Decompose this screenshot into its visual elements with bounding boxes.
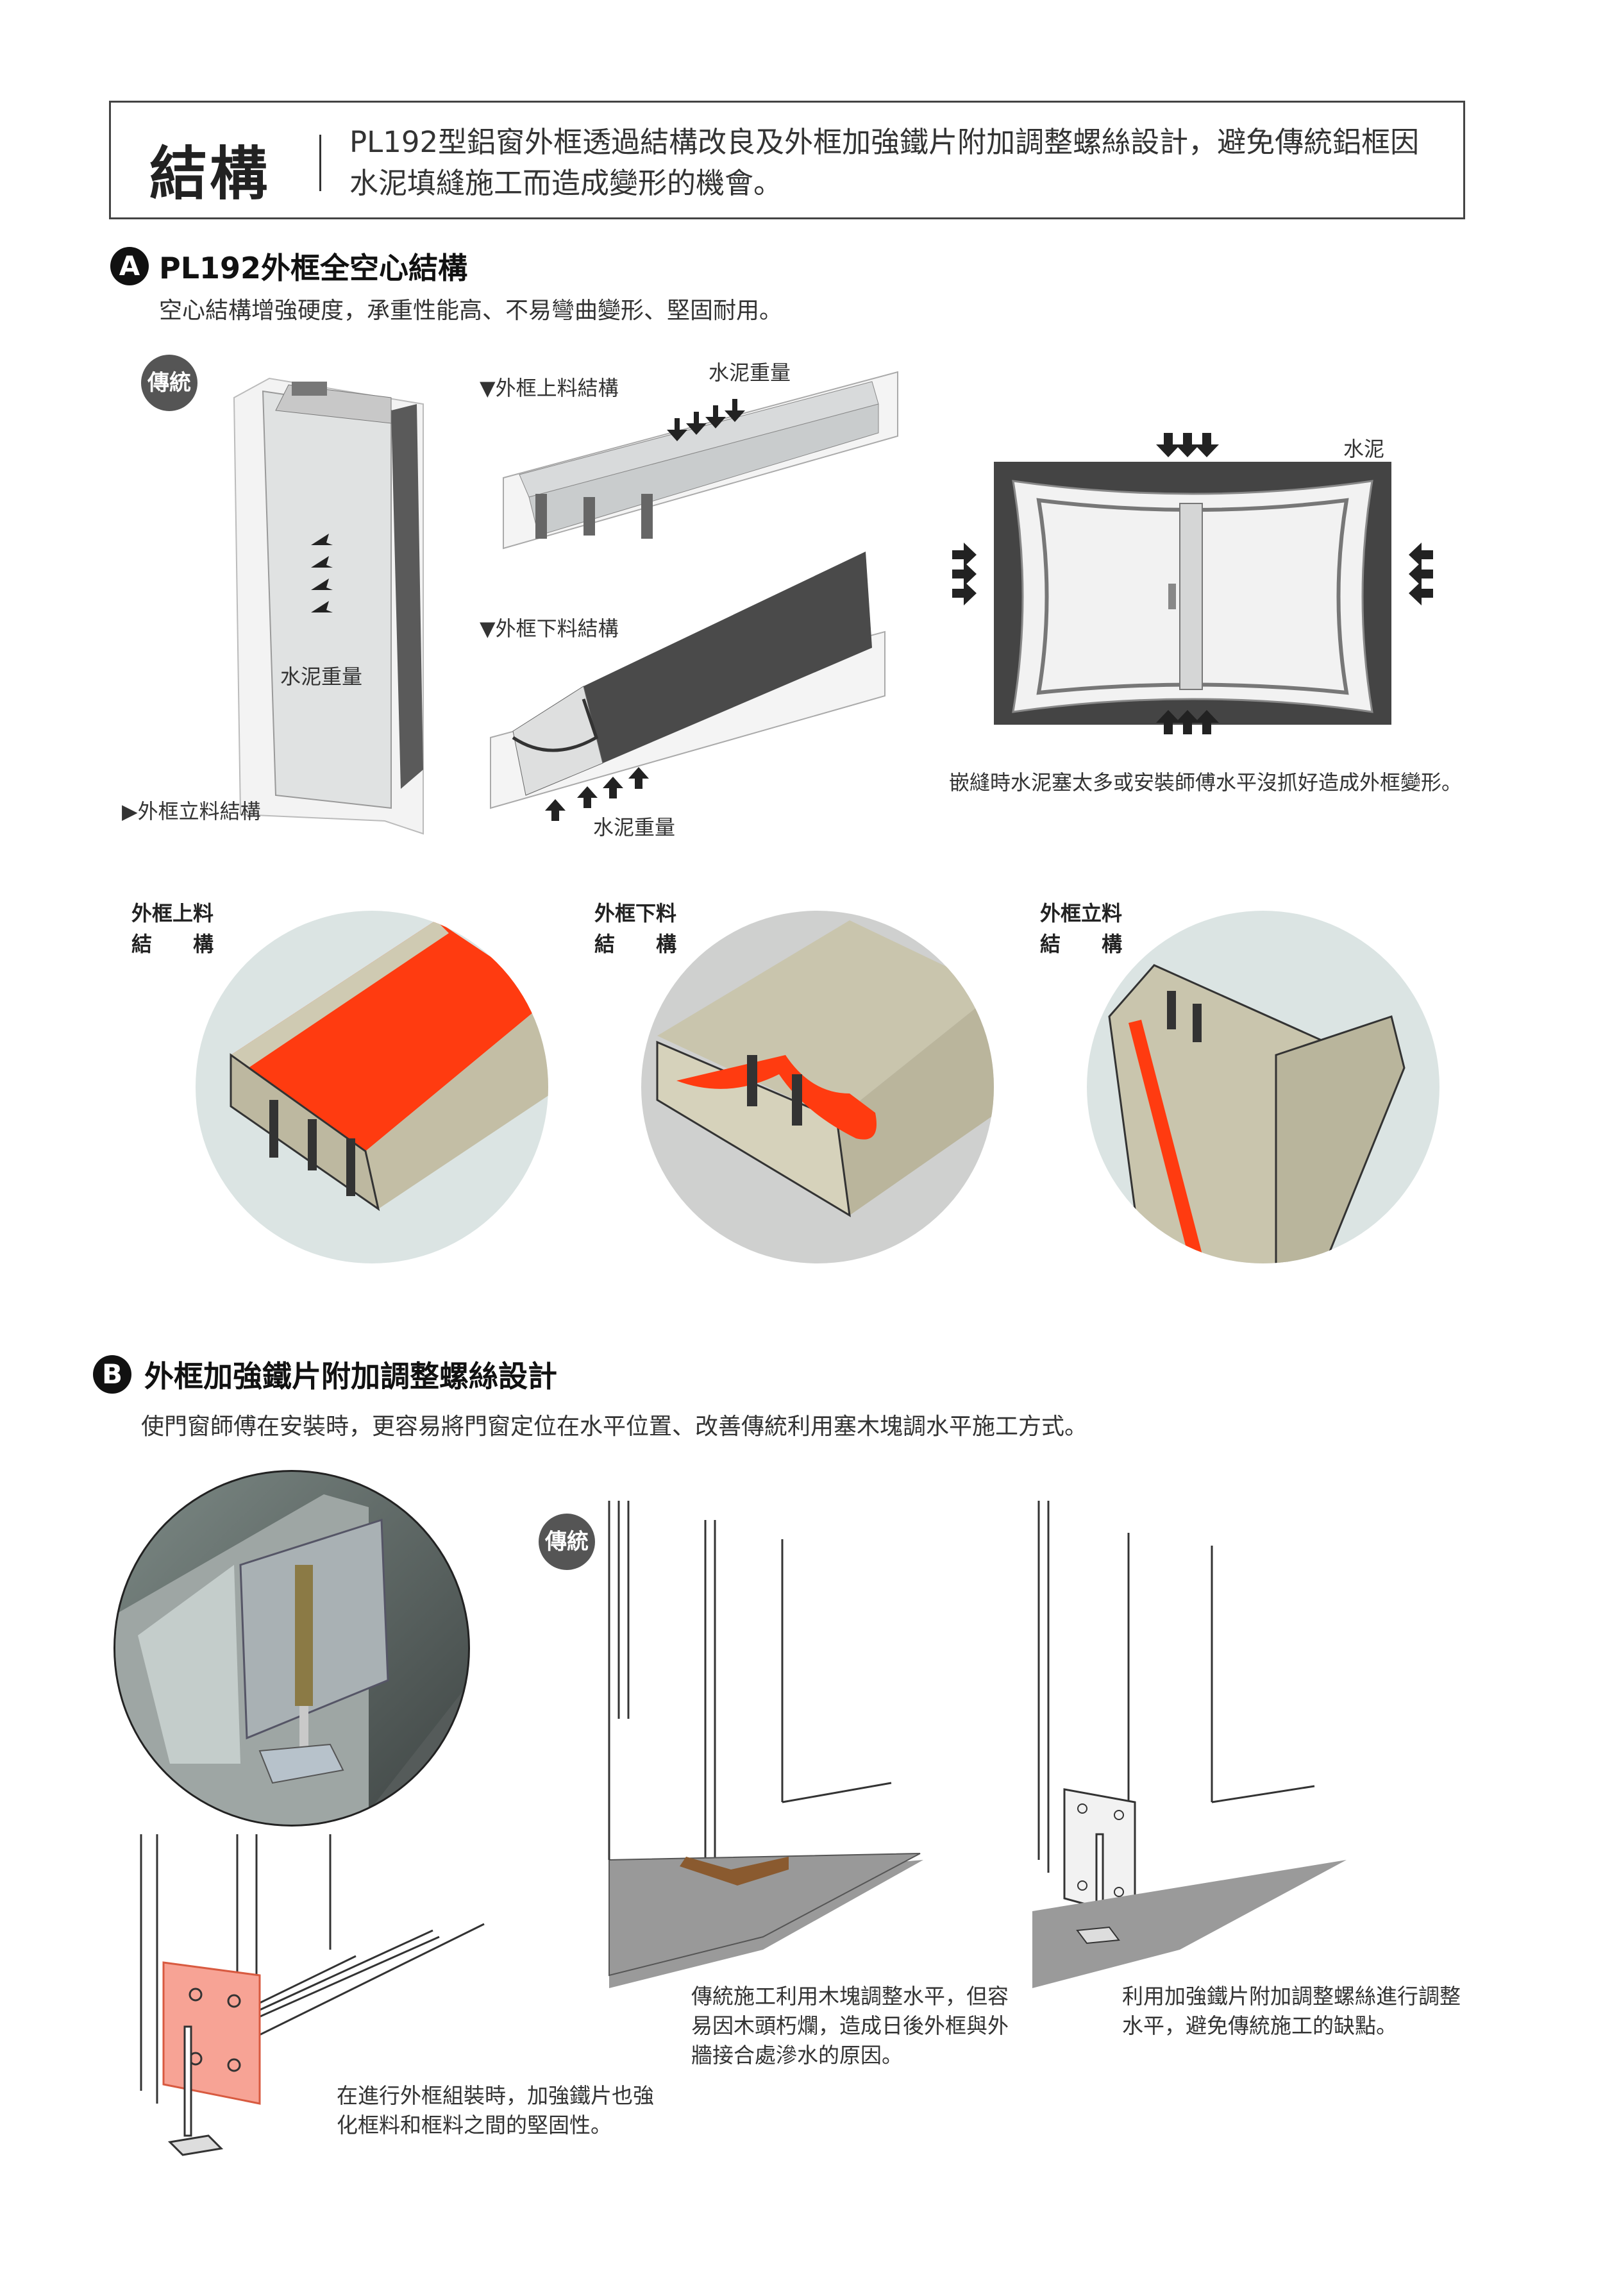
assembly-drawing [140, 1834, 485, 2156]
label-top-structure: ▼外框上料結構 [480, 376, 619, 400]
circle-label-bottom: 外框下料結 構 [594, 901, 677, 956]
new-screw-drawing [1032, 1501, 1347, 1988]
section-b-badge: B [93, 1355, 131, 1394]
section-b-subtitle: 使門窗師傅在安裝時，更容易將門窗定位在水平位置、改善傳統利用塞木塊調水平施工方式… [141, 1414, 1088, 1440]
adjust-screw-photo [113, 1470, 470, 1827]
label-vertical-structure: ▶外框立料結構 [122, 799, 261, 823]
circle-top-profile [196, 911, 548, 1263]
bottom-frame-illustration [490, 552, 885, 821]
traditional-tag-a: 傳統 [141, 355, 197, 411]
cement-label: 水泥 [1343, 437, 1385, 461]
caption-traditional: 傳統施工利用木塊調整水平，但容易因木頭朽爛，造成日後外框與外牆接合處滲水的原因。 [691, 1984, 1009, 2068]
circle-vertical-profile [1087, 911, 1439, 1263]
cement-weight-label-1: 水泥重量 [280, 664, 363, 689]
circle-label-vertical: 外框立料結 構 [1040, 901, 1123, 956]
caption-assembly: 在進行外框組裝時，加強鐵片也強化框料和框料之間的堅固性。 [337, 2083, 654, 2138]
traditional-wood-block-drawing [608, 1501, 923, 1988]
caption-new: 利用加強鐵片附加調整螺絲進行調整水平，避免傳統施工的缺點。 [1122, 1984, 1461, 2038]
down-arrow-icons [667, 399, 745, 441]
traditional-tag-b: 傳統 [539, 1514, 595, 1570]
vertical-frame-illustration [233, 377, 424, 835]
label-bottom-structure: ▼外框下料結構 [480, 616, 619, 641]
section-a-title: PL192外框全空心結構 [159, 251, 468, 285]
section-a-subtitle: 空心結構增強硬度，承重性能高、不易彎曲變形、堅固耐用。 [159, 298, 783, 324]
cement-weight-label-3: 水泥重量 [593, 815, 676, 840]
top-frame-illustration [503, 371, 898, 550]
deform-caption: 嵌縫時水泥塞太多或安裝師傅水平沒抓好造成外框變形。 [949, 770, 1463, 795]
circle-label-top: 外框上料結 構 [131, 901, 214, 956]
deformed-window-illustration [952, 433, 1433, 734]
cement-weight-label-2: 水泥重量 [709, 360, 791, 385]
section-b-title: 外框加強鐵片附加調整螺絲設計 [144, 1359, 557, 1394]
arrow-icons [952, 433, 1433, 734]
header-divider [319, 135, 321, 191]
header-box: 結構 PL192型鋁窗外框透過結構改良及外框加強鐵片附加調整螺絲設計，避免傳統鋁… [109, 101, 1465, 219]
section-a-badge: A [110, 247, 149, 285]
arrow-icons [311, 534, 333, 612]
traditional-floor-drawing [608, 1635, 921, 1977]
up-arrow-icons [545, 767, 649, 821]
header-title: 結構 [149, 140, 270, 208]
header-description: PL192型鋁窗外框透過結構改良及外框加強鐵片附加調整螺絲設計，避免傳統鋁框因水… [349, 125, 1420, 200]
circle-bottom-profile [641, 911, 994, 1263]
